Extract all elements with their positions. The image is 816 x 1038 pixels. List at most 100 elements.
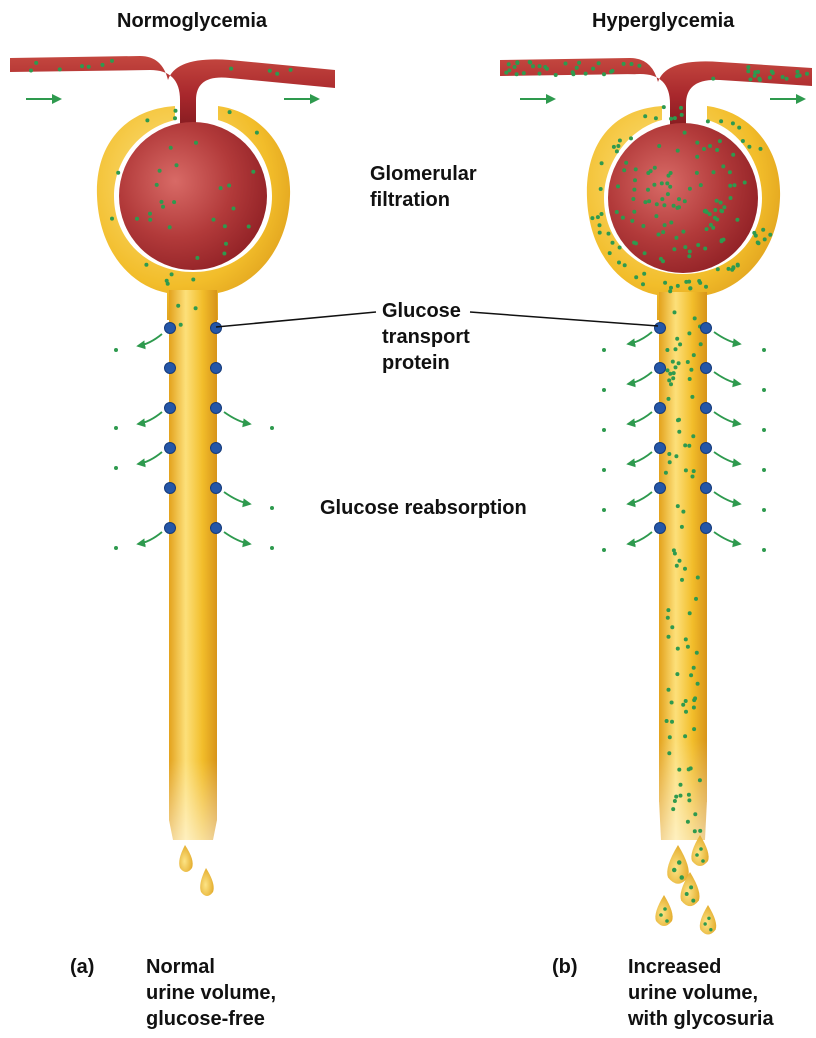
glucose-dot — [785, 77, 789, 81]
glucose-dot — [669, 382, 673, 386]
glucose-dot — [168, 225, 172, 229]
glucose-dot — [675, 672, 679, 676]
glucose-dot — [673, 116, 677, 120]
glucose-dot — [618, 246, 622, 250]
glucose-dot — [715, 148, 719, 152]
glucose-dot — [634, 275, 638, 279]
glucose-dot — [615, 210, 619, 214]
glucose-dot — [667, 397, 671, 401]
glucose-dot — [669, 117, 673, 121]
glucose-dot — [597, 61, 601, 65]
glucose-transport-protein — [655, 363, 666, 374]
glucose-dot — [657, 144, 661, 148]
glucose-dot — [715, 199, 719, 203]
glucose-dot — [680, 113, 684, 117]
glucose-dot — [690, 395, 694, 399]
glucose-dot — [704, 285, 708, 289]
glucose-dot — [796, 70, 800, 74]
glucose-dot — [646, 188, 650, 192]
reabsorption-arrow — [224, 532, 250, 544]
glucose-dot — [676, 418, 680, 422]
glucose-dot — [684, 280, 688, 284]
glucose-dot — [575, 66, 579, 70]
glucose-dot — [695, 853, 699, 857]
glucose-dot — [694, 597, 698, 601]
glucose-dot — [602, 428, 606, 432]
glucose-dot — [762, 388, 766, 392]
glucose-dot — [101, 63, 105, 67]
glucose-dot — [668, 185, 672, 189]
glucose-dot — [679, 783, 683, 787]
label-glucose-reabsorption: Glucose reabsorption — [320, 495, 527, 521]
glucose-dot — [684, 710, 688, 714]
glucose-dot — [695, 155, 699, 159]
glucose-dot — [135, 217, 139, 221]
glucose-dot — [270, 546, 274, 550]
glucose-transport-protein — [165, 363, 176, 374]
glucose-dot — [270, 506, 274, 510]
glucose-dot — [538, 64, 542, 68]
glucose-dot — [709, 928, 712, 931]
glucose-dot — [689, 673, 693, 677]
glucose-transport-protein — [211, 363, 222, 374]
glucose-dot — [161, 205, 165, 209]
glucose-dot — [688, 187, 692, 191]
glucose-dot — [672, 204, 676, 208]
glucose-dot — [571, 70, 575, 74]
glucose-transport-protein — [165, 443, 176, 454]
reabsorption-arrow — [628, 332, 652, 344]
glucose-dot — [752, 231, 756, 235]
glucose-dot — [712, 170, 716, 174]
right-nephron — [500, 58, 812, 934]
glucose-dot — [632, 210, 636, 214]
glucose-dot — [148, 212, 152, 216]
glucose-dot — [729, 196, 733, 200]
glucose-dot — [696, 682, 700, 686]
glucose-dot — [705, 227, 709, 231]
reabsorption-arrow — [138, 452, 162, 464]
glucose-dot — [667, 378, 671, 382]
glucose-dot — [665, 919, 669, 923]
glucose-dot — [719, 201, 723, 205]
glucose-dot — [675, 564, 679, 568]
glucose-dot — [699, 183, 703, 187]
glucose-dot — [670, 720, 674, 724]
glucose-dot — [688, 286, 692, 290]
glucose-dot — [733, 183, 737, 187]
glucose-dot — [693, 316, 697, 320]
glucose-dot — [679, 794, 683, 798]
glucose-dot — [691, 434, 695, 438]
glucose-dot — [34, 61, 38, 65]
glucose-dot — [687, 793, 691, 797]
glucose-dot — [688, 250, 692, 254]
glucose-dot — [662, 203, 666, 207]
glucose-dot — [591, 67, 595, 71]
glucose-transport-protein — [211, 443, 222, 454]
glucose-dot — [746, 65, 750, 69]
glucose-dot — [289, 68, 293, 72]
glucose-dot — [684, 637, 688, 641]
glucose-dot — [687, 798, 691, 802]
glucose-dot — [590, 216, 594, 220]
glucose-dot — [670, 625, 674, 629]
glucose-dot — [616, 184, 620, 188]
glucose-dot — [114, 426, 118, 430]
glucose-dot — [731, 121, 735, 125]
glucose-dot — [672, 868, 677, 873]
glucose-dot — [599, 187, 603, 191]
glucose-dot — [762, 548, 766, 552]
glucose-dot — [664, 471, 668, 475]
glucose-dot — [671, 360, 675, 364]
glucose-dot — [598, 223, 602, 227]
glucose-dot — [671, 807, 675, 811]
glucose-dot — [577, 61, 581, 65]
glucose-dot — [174, 109, 178, 113]
urine-drop — [667, 845, 689, 884]
glucose-dot — [649, 169, 653, 173]
glucose-dot — [683, 131, 687, 135]
reabsorption-arrow — [628, 372, 652, 384]
glucose-dot — [691, 899, 695, 903]
glucose-dot — [623, 263, 627, 267]
glucose-dot — [677, 860, 682, 865]
glucose-dot — [652, 183, 656, 187]
